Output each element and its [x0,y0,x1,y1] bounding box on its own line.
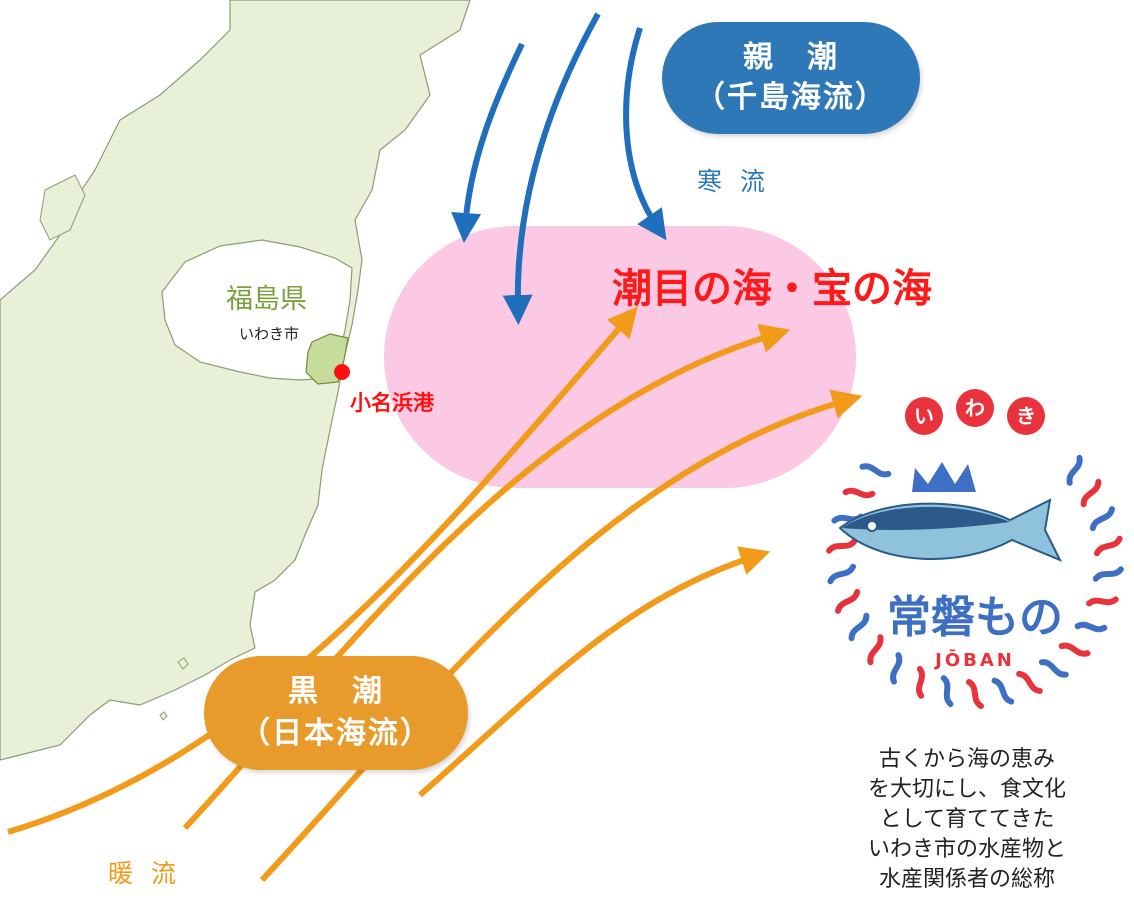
joban-logo: い わ き 常磐もの JŌBAN [823,389,1127,712]
logo-wave-mark [1092,566,1124,582]
logo-letter-badge [1007,397,1045,435]
logo-wave-mark [1093,535,1123,557]
description-line: 古くから海の恵み [878,747,1055,772]
prefecture-label: 福島県 [226,284,307,315]
logo-wave-mark [1089,506,1115,532]
logo-wave-mark [827,563,857,585]
oyashio-subtitle: （千島海流） [695,80,887,115]
logo-description: 古くから海の恵み を大切にし、食文化 として育ててきた いわき市の水産物と 水産… [838,745,1096,895]
logo-letter: き [1016,404,1036,428]
logo-letter: わ [965,396,985,420]
headline: 潮目の海・宝の海 [612,266,932,312]
logo-wave-mark [916,665,925,699]
logo-wave-mark [826,538,858,554]
logo-wave-mark [1066,454,1083,486]
logo-wave-mark [966,679,984,709]
fish-icon [838,498,1063,562]
logo-main-text: 常磐もの [887,592,1063,643]
logo-wave-mark [867,634,884,666]
port-marker [334,364,350,380]
peninsula [39,174,86,241]
current-merge-zone [384,226,856,488]
kuroshio-label: 黒 潮 （日本海流） [204,656,468,770]
logo-wave-mark [1080,478,1102,508]
warm-current-arrow [259,389,863,883]
description-line: 水産関係者の総称 [878,867,1055,892]
kuroshio-subtitle: （日本海流） [240,716,432,751]
logo-wave-mark [991,677,1015,705]
logo-wave-ring [826,454,1124,709]
logo-wave-mark [1038,659,1069,678]
description-line: として育ててきた [879,807,1055,832]
logo-letter-badge [956,389,994,427]
port-label: 小名浜港 [350,391,434,415]
logo-wave-mark [835,588,861,614]
logo-wave-mark [940,675,954,708]
warm-current-label: 暖 流 [108,859,181,888]
logo-wave-mark [848,612,870,642]
logo-sub-text: JŌBAN [933,649,1015,671]
cold-current-label: 寒 流 [697,167,770,196]
cold-current-arrow [623,27,667,241]
oyashio-label: 親 潮 （千島海流） [662,22,920,134]
island [177,657,189,670]
logo-wave-mark [890,652,903,685]
oyashio-title: 親 潮 [743,40,839,75]
warm-current-arrow [7,306,638,835]
logo-wave-mark [1058,642,1091,657]
logo-wave-mark [1074,621,1108,633]
logo-letter: い [914,404,934,428]
description-line: いわき市の水産物と [867,837,1066,862]
crown-icon [912,462,976,492]
warm-current-arrow [418,546,771,798]
logo-wave-mark [842,487,876,499]
cold-current-arrow [502,12,601,325]
logo-wave-mark [1016,670,1043,694]
island [159,711,168,721]
logo-wave-mark [859,463,892,478]
kuroshio-title: 黒 潮 [288,674,384,709]
description-line: を大切にし、食文化 [867,777,1066,802]
logo-letter-badge [905,397,943,435]
logo-wave-mark [1086,596,1119,607]
city-label: いわき市 [239,325,300,343]
cold-current-arrow [451,42,525,243]
